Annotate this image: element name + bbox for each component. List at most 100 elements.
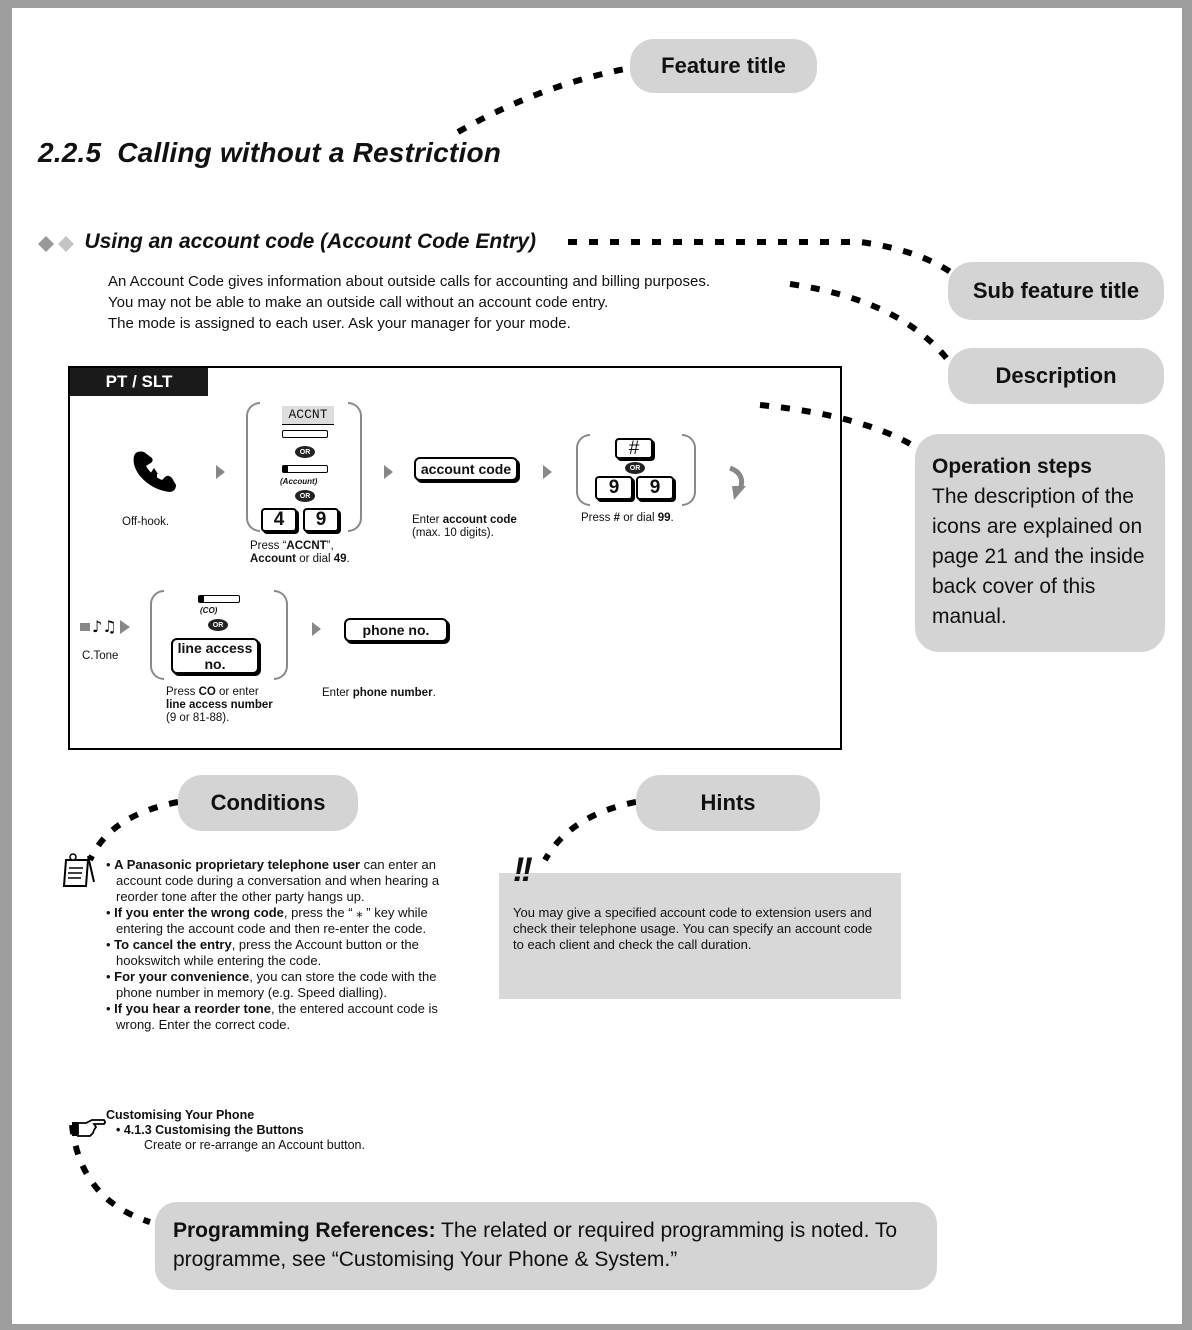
operation-steps-text: The description of the icons are explain… xyxy=(932,485,1145,628)
double-exclamation-icon: !! xyxy=(513,851,533,889)
caption-bold: ACCNT xyxy=(286,540,327,552)
subheading-row: Using an account code (Account Code Entr… xyxy=(38,230,536,254)
feature-heading: 2.2.5 Calling without a Restriction xyxy=(38,137,502,168)
caption-bold: 49 xyxy=(333,553,347,565)
feature-title-callout: Feature title xyxy=(630,39,817,93)
step-arrow-icon xyxy=(312,622,321,636)
tone-icon: ♪♫ xyxy=(80,617,130,636)
step4-caption: Press CO or enter line access number (9 … xyxy=(166,686,273,725)
key-9: 9 xyxy=(303,508,339,532)
bracket-right xyxy=(274,590,288,680)
off-hook-caption: Off-hook. xyxy=(122,516,170,528)
condition-bold: If you enter the wrong code xyxy=(114,905,284,920)
caption-bold: 99 xyxy=(657,512,671,524)
condition-item: • To cancel the entry, press the Account… xyxy=(106,937,419,968)
step-arrow-icon xyxy=(384,465,393,479)
step1-caption: Press “ACCNT”, Account or dial 49. xyxy=(250,540,350,566)
caption-text: or dial xyxy=(620,512,658,524)
caption-text: or dial xyxy=(296,553,334,565)
caption-bold: Account xyxy=(250,553,296,565)
caption-text: ”, xyxy=(326,540,334,552)
account-button-icon xyxy=(282,465,328,473)
reference-item: • 4.1.3 Customising the Buttons xyxy=(116,1123,304,1137)
conditions-callout: Conditions xyxy=(178,775,358,831)
caption-text: . xyxy=(432,687,436,699)
caption-text: or enter xyxy=(215,686,259,698)
caption-bold: # xyxy=(613,512,620,524)
line-access-box: line access no. xyxy=(171,638,259,674)
caption-text: Press xyxy=(166,686,199,698)
description-line: The mode is assigned to each user. Ask y… xyxy=(108,315,571,332)
or-badge: OR xyxy=(295,446,315,458)
caption-bold: phone number xyxy=(352,687,433,699)
caption-text: (9 or 81-88). xyxy=(166,712,230,724)
key-9: 9 xyxy=(636,476,674,500)
account-code-box: account code xyxy=(414,457,518,481)
condition-item: • For your convenience, you can store th… xyxy=(106,969,437,1000)
account-label: (Account) xyxy=(280,477,318,486)
subheading: Using an account code (Account Code Entr… xyxy=(84,230,536,253)
caption-text: Press “ xyxy=(250,540,287,552)
bracket-left xyxy=(576,434,590,506)
sub-feature-title-callout: Sub feature title xyxy=(948,262,1164,320)
condition-bold: A Panasonic proprietary telephone user xyxy=(114,857,361,872)
reference-title: Customising Your Phone xyxy=(106,1108,255,1122)
step-arrow-icon xyxy=(216,465,225,479)
reference-detail: Create or re-arrange an Account button. xyxy=(144,1138,365,1152)
programming-label: Programming References: xyxy=(173,1219,436,1242)
key-9: 9 xyxy=(595,476,633,500)
operation-steps-callout: Operation steps The description of the i… xyxy=(915,434,1165,652)
conditions-list: • A Panasonic proprietary telephone user… xyxy=(106,857,476,1033)
description-line: You may not be able to make an outside c… xyxy=(108,294,609,311)
caption-text: Enter xyxy=(412,514,443,526)
or-badge: OR xyxy=(625,462,645,474)
co-label: (CO) xyxy=(200,606,218,615)
bracket-right xyxy=(682,434,696,506)
notepad-icon xyxy=(62,853,95,887)
condition-text: can enter an account code during a conve… xyxy=(116,857,440,904)
caption-text: (max. 10 digits). xyxy=(412,527,494,539)
condition-bold: To cancel the entry xyxy=(114,937,232,952)
continue-arrow-icon xyxy=(728,465,746,500)
bracket-left xyxy=(150,590,164,680)
condition-text: , the entered account code is wrong. Ent… xyxy=(116,1001,438,1032)
or-badge: OR xyxy=(295,490,315,502)
condition-item: • A Panasonic proprietary telephone user… xyxy=(106,857,440,904)
bracket-right xyxy=(348,402,362,532)
hash-key: # xyxy=(615,438,653,459)
hints-callout: Hints xyxy=(636,775,820,831)
procedure-tab: PT / SLT xyxy=(70,368,208,396)
condition-text: , you can store the code with the phone … xyxy=(116,969,437,1000)
phone-number-box: phone no. xyxy=(344,618,448,642)
step2-caption: Enter account code (max. 10 digits). xyxy=(412,514,517,540)
programming-text: The related or required programming is n… xyxy=(173,1219,898,1271)
condition-item: • If you hear a reorder tone, the entere… xyxy=(106,1001,438,1032)
caption-text: Enter xyxy=(322,687,353,699)
co-button-icon xyxy=(198,595,240,603)
svg-text:♪♫: ♪♫ xyxy=(92,617,117,636)
description-line: An Account Code gives information about … xyxy=(108,273,711,290)
key-4: 4 xyxy=(261,508,297,532)
accnt-button-label: ACCNT xyxy=(282,406,334,425)
reference-block: Customising Your Phone • 4.1.3 Customisi… xyxy=(106,1108,365,1153)
operation-steps-title: Operation steps xyxy=(932,455,1092,478)
diamond-bullet-icon xyxy=(38,235,74,252)
condition-item: • If you enter the wrong code, press the… xyxy=(106,905,428,936)
programming-references-callout: Programming References: The related or r… xyxy=(155,1202,937,1290)
step-arrow-icon xyxy=(543,465,552,479)
condition-bold: For your convenience xyxy=(114,969,250,984)
accnt-button-icon xyxy=(282,430,328,438)
condition-text: , press the Account button or the hooksw… xyxy=(116,937,419,968)
off-hook-icon xyxy=(133,451,176,492)
procedure-box: PT / SLT Off-hook. ACCNT OR (Account) OR… xyxy=(68,366,842,750)
caption-bold: CO xyxy=(198,686,216,698)
bracket-left xyxy=(246,402,260,532)
hints-text: You may give a specified account code to… xyxy=(513,905,873,952)
caption-text: . xyxy=(346,553,350,565)
step3-caption: Press # or dial 99. xyxy=(581,512,674,525)
pointing-hand-icon xyxy=(72,1119,106,1137)
condition-text: , press the “ ⁎ ” key while entering the… xyxy=(116,905,428,936)
ctone-caption: C.Tone xyxy=(82,650,119,662)
step5-caption: Enter phone number. xyxy=(322,687,436,700)
